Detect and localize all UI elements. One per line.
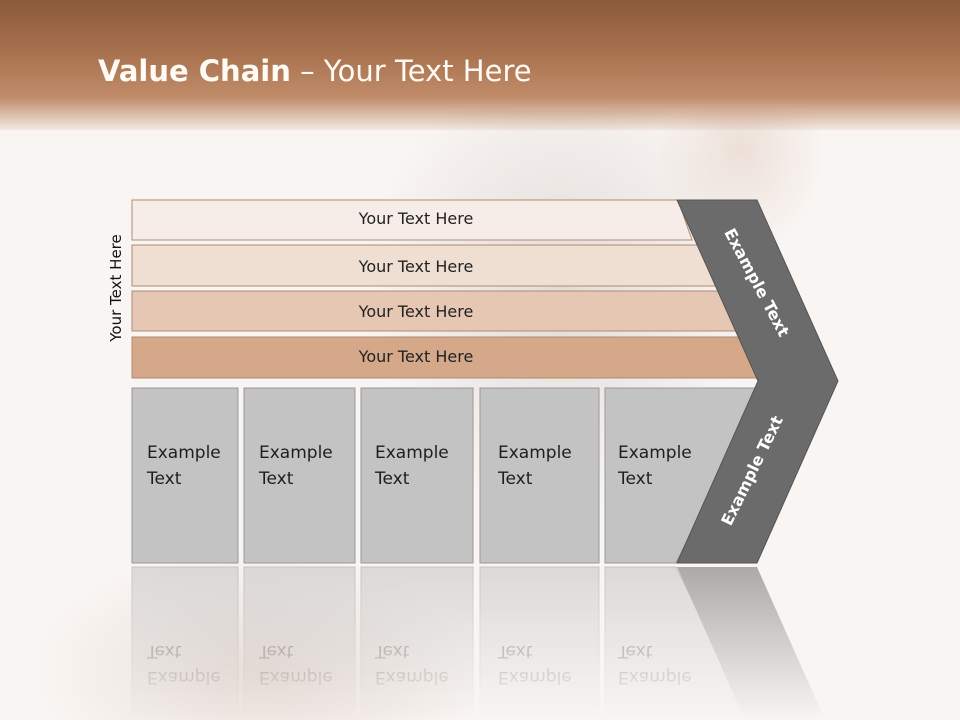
activity-box-1[interactable] xyxy=(131,387,239,564)
bar-shape-1[interactable] xyxy=(131,199,693,241)
reflection-text: Example xyxy=(375,667,449,687)
box-text-line: Example xyxy=(375,443,449,463)
slide-title: Value Chain – Your Text Here xyxy=(98,54,532,88)
bar-label-2: Your Text Here xyxy=(358,257,474,276)
title-rest-part: – Your Text Here xyxy=(290,54,532,88)
box-text-line: Example xyxy=(147,443,221,463)
box-text-line: Text xyxy=(618,469,653,489)
box-text-line: Example xyxy=(618,443,692,463)
reflection-text: Text xyxy=(374,641,410,661)
reflection-text: Example xyxy=(259,667,333,687)
box-text-2: Example Text xyxy=(259,440,333,492)
reflection-text: Text xyxy=(617,641,653,661)
box-text-4: Example Text xyxy=(498,440,572,492)
activity-box-3[interactable] xyxy=(360,387,474,564)
reflection-text: Text xyxy=(258,641,294,661)
title-bold-part: Value Chain xyxy=(98,54,291,88)
box-text-line: Example xyxy=(498,443,572,463)
box-text-line: Text xyxy=(498,469,533,489)
box-text-5: Example Text xyxy=(618,440,692,492)
reflection-text: Example xyxy=(147,667,221,687)
reflection-text: Text xyxy=(146,641,182,661)
reflection-text: Example xyxy=(618,667,692,687)
activity-box-4[interactable] xyxy=(479,387,600,564)
bar-label-1: Your Text Here xyxy=(358,209,474,228)
title-banner xyxy=(0,0,960,130)
bar-label-4: Your Text Here xyxy=(358,347,474,366)
reflection-text: Example xyxy=(498,667,572,687)
box-text-line: Text xyxy=(375,469,410,489)
diagram-reflection: Example Text Example Text Example Text E… xyxy=(131,566,826,720)
vertical-axis-label: Your Text Here xyxy=(107,234,125,342)
box-text-line: Example xyxy=(259,443,333,463)
activity-box-2[interactable] xyxy=(243,387,356,564)
bar-label-3: Your Text Here xyxy=(358,302,474,321)
box-text-1: Example Text xyxy=(147,440,221,492)
reflection-text: Text xyxy=(497,641,533,661)
margin-chevron[interactable] xyxy=(676,199,839,564)
activity-box-5[interactable] xyxy=(604,387,763,564)
box-text-line: Text xyxy=(147,469,182,489)
box-text-line: Text xyxy=(259,469,294,489)
box-text-3: Example Text xyxy=(375,440,449,492)
